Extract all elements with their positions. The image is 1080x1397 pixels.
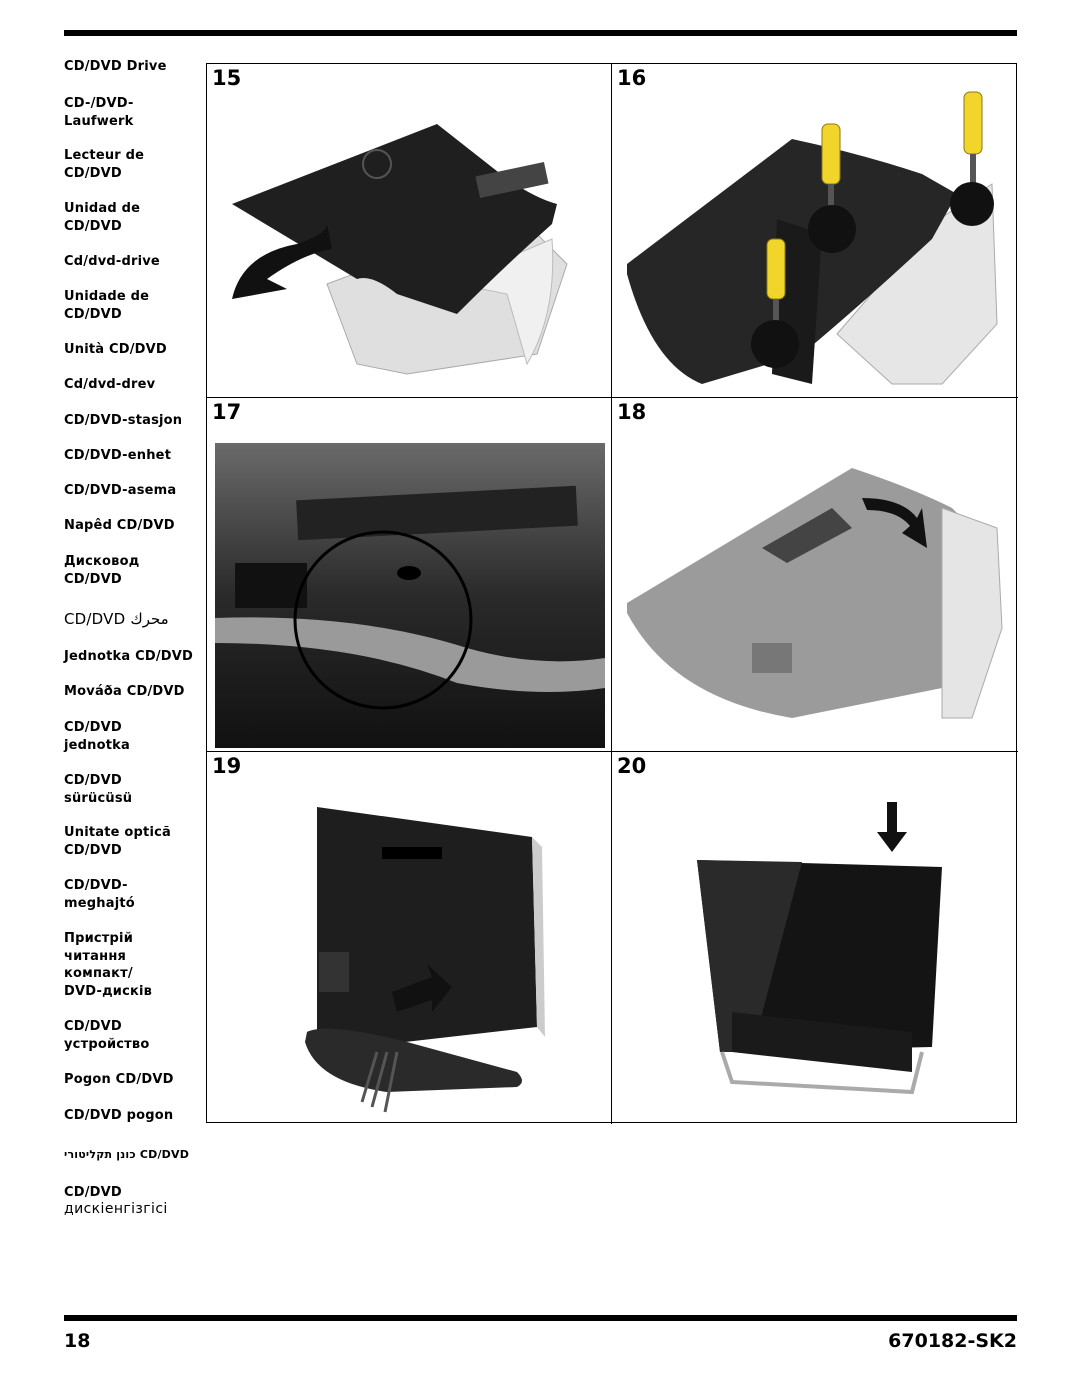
top-rule [64, 30, 1017, 36]
label-ar: CD/DVD محرك [64, 610, 169, 628]
label-da: Cd/dvd-drev [64, 377, 156, 392]
label-sv: CD/DVD-enhet [64, 448, 172, 463]
bottom-rule [64, 1315, 1017, 1321]
step-15-panel: 15 [207, 64, 612, 398]
label-kk-1: CD/DVD [64, 1185, 122, 1200]
label-hr: Pogon CD/DVD [64, 1072, 174, 1087]
label-fr: Lecteur de CD/DVD [64, 148, 145, 181]
document-code: 670182-SK2 [888, 1330, 1017, 1352]
label-pt: Unidade de CD/DVD [64, 289, 150, 322]
label-cs: Jednotka CD/DVD [64, 649, 194, 664]
step-20-panel: 20 [612, 752, 1018, 1124]
label-ro: Unitate opticã CD/DVD [64, 825, 171, 858]
label-he: כונן תקליטורי CD/DVD [64, 1148, 190, 1161]
illustration-remove-back-cover [232, 124, 568, 375]
label-sk: CD/DVD jednotka [64, 720, 130, 753]
label-sl: CD/DVD pogon [64, 1108, 174, 1123]
step-18-panel: 18 [612, 398, 1018, 752]
illustration-screw-hole-detail [215, 443, 605, 748]
label-pl: Napêd CD/DVD [64, 518, 175, 533]
steps-grid: 15 16 [206, 63, 1018, 1124]
label-hu: CD/DVD- meghajtó [64, 878, 135, 911]
label-en: CD/DVD Drive [64, 59, 167, 74]
label-tr: CD/DVD sürücüsü [64, 773, 133, 806]
label-fi: CD/DVD-asema [64, 483, 177, 498]
label-it: Unità CD/DVD [64, 342, 167, 357]
label-uk: Пристрій читання компакт/ DVD-дисків [64, 931, 153, 999]
label-nl: Cd/dvd-drive [64, 254, 160, 269]
step-number: 19 [212, 754, 242, 778]
screwdriver-icon [821, 123, 841, 224]
label-kk-2: дискіенгізгісі [64, 1201, 168, 1217]
step-19-panel: 19 [207, 752, 612, 1124]
illustration-set-upright [697, 802, 942, 1095]
label-ru: Дисковод CD/DVD [64, 554, 140, 587]
step-number: 18 [617, 400, 647, 424]
step-number: 20 [617, 754, 647, 778]
illustration-connect-cables [305, 807, 545, 1113]
illustration-remove-drive-bracket [627, 468, 1003, 719]
illustration-remove-screws [627, 91, 998, 385]
page-number: 18 [64, 1330, 91, 1352]
label-el: Mováða CD/DVD [64, 684, 185, 699]
step-number: 17 [212, 400, 242, 424]
step-number: 16 [617, 66, 647, 90]
step-17-panel: 17 [207, 398, 612, 752]
step-16-panel: 16 [612, 64, 1018, 398]
label-es: Unidad de CD/DVD [64, 201, 141, 234]
label-de: CD-/DVD- Laufwerk [64, 96, 134, 129]
step-number: 15 [212, 66, 242, 90]
label-no: CD/DVD-stasjon [64, 413, 183, 428]
label-bg: CD/DVD устройство [64, 1019, 150, 1052]
